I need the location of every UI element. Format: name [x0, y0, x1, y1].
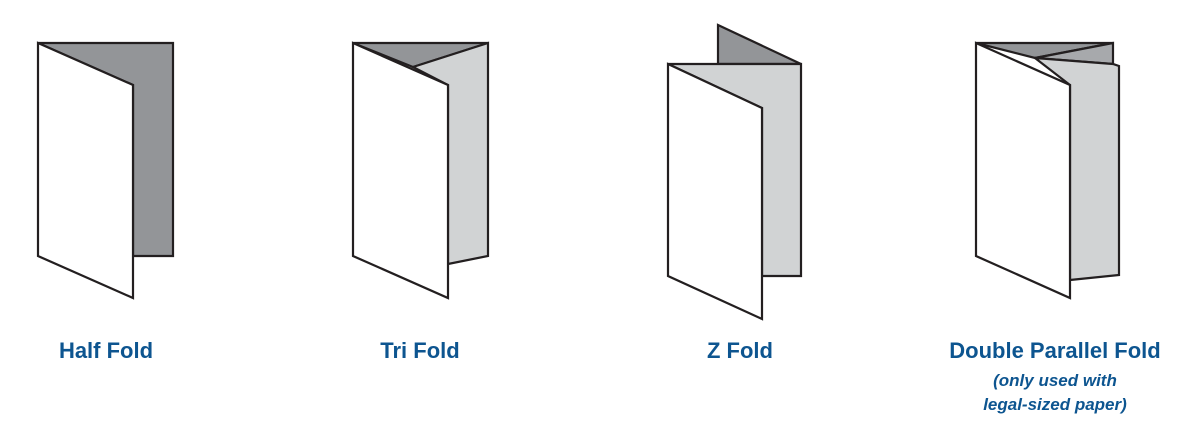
tri-fold-label: Tri Fold [380, 338, 460, 363]
double-parallel-fold-front-panel [974, 41, 1072, 300]
double-parallel-fold-note-line-2: legal-sized paper) [983, 395, 1127, 414]
double-parallel-fold-label: Double Parallel Fold [949, 338, 1161, 363]
z-fold-back-panel [716, 23, 802, 66]
tri-fold-illustration [351, 41, 490, 300]
z-fold-illustration [666, 23, 803, 321]
half-fold-front-panel [36, 41, 135, 300]
z-fold-front-panel [666, 62, 764, 321]
z-fold-label: Z Fold [707, 338, 773, 363]
half-fold-label: Half Fold [58, 338, 154, 363]
double-parallel-fold-illustration [974, 41, 1121, 300]
double-parallel-fold-note-line-1: (only used with [993, 371, 1117, 390]
half-fold-illustration [36, 41, 175, 300]
tri-fold-front-panel [351, 41, 450, 300]
